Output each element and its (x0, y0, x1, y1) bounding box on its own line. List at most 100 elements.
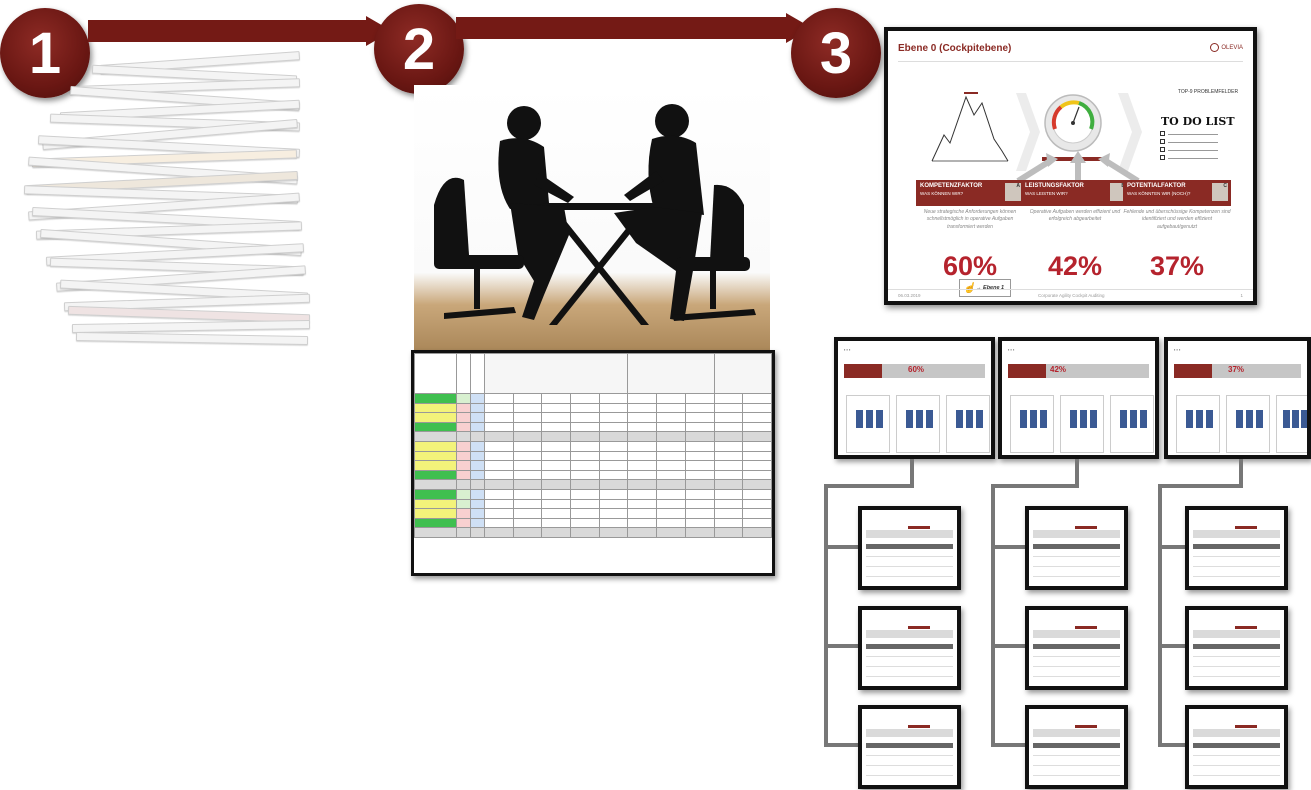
thumb-percent: 37% (1228, 365, 1245, 374)
bar-mark (1040, 410, 1047, 428)
kompetenzfaktor-header: KOMPETENZFAKTOR WAS KÖNNEN WIR? A (916, 180, 1024, 206)
bar-mark (1120, 410, 1127, 428)
bar-mark (866, 410, 873, 428)
top-problem-heading: TOP-9 PROBLEMFELDER (1177, 89, 1239, 95)
bar-mark (1090, 410, 1097, 428)
connector-line (991, 545, 1027, 549)
factor-photo (1005, 183, 1021, 201)
factor-title: KOMPETENZFAKTOR (920, 183, 983, 189)
connector-line (824, 743, 860, 747)
step-2-number: 2 (402, 16, 436, 82)
thumb-heading: ▪ ▪ ▪ (1174, 347, 1181, 352)
step-3-number: 3 (819, 20, 853, 86)
connector-line (824, 484, 914, 488)
upward-arrows (1016, 151, 1140, 181)
cockpit-dashboard: Ebene 0 (Cockpitebene) OLEVIA TOP-9 PROB… (884, 27, 1257, 305)
gauge-icon (1044, 94, 1102, 152)
chevron-right-icon (1016, 93, 1040, 171)
thumb-factor-badge (1174, 364, 1212, 378)
level2-thumbnail (1025, 705, 1128, 789)
factor-description: Neue strategische Anforderungen können s… (923, 209, 1017, 230)
thumb-percent: 60% (908, 365, 925, 374)
connector-line (1075, 459, 1079, 485)
footer-center: Corporate Agility Cockpit Auditing (1038, 293, 1105, 298)
thumb-factor-badge (1008, 364, 1046, 378)
factor-letter: C (1223, 183, 1227, 189)
connector-line (991, 644, 1027, 648)
kompetenz-percent: 60% (942, 251, 998, 281)
bar-mark (1206, 410, 1213, 428)
bar-mark (1256, 410, 1263, 428)
factor-letter: A (1016, 183, 1020, 189)
level2-thumbnail (1025, 506, 1128, 590)
level2-thumbnail (858, 606, 961, 690)
bar-mark (1130, 410, 1137, 428)
level2-thumbnail (858, 506, 961, 590)
checkbox-icon (1160, 147, 1165, 152)
factor-subtitle: WAS KÖNNTEN WIR (NOCH)? (1127, 191, 1191, 196)
connector-line (910, 459, 914, 485)
dashboard-footer: 06.03.2019 Corporate Agility Cockpit Aud… (888, 289, 1253, 301)
potential-percent: 37% (1149, 251, 1205, 281)
dashboard-title-rule (898, 61, 1243, 62)
bar-mark (1283, 410, 1290, 428)
bar-mark (956, 410, 963, 428)
todo-line (1168, 150, 1218, 151)
connector-line (1158, 644, 1186, 648)
bar-mark (916, 410, 923, 428)
connector-line (1158, 545, 1186, 549)
bar-mark (1030, 410, 1037, 428)
bar-mark (1292, 410, 1299, 428)
connector-line (824, 484, 828, 746)
todo-line (1168, 142, 1218, 143)
ebene-link-label: → Ebene 1 (976, 285, 1005, 291)
thumb-card (896, 395, 940, 453)
hand-cursor-icon: ☝ (963, 283, 976, 294)
spreadsheet-image (411, 350, 775, 576)
meeting-silhouette-graphic (434, 104, 756, 325)
thumb-percent: 42% (1050, 365, 1067, 374)
thumb-heading: ▪ ▪ ▪ (844, 347, 851, 352)
todo-line (1168, 134, 1218, 135)
connector-line (824, 545, 860, 549)
meeting-silhouette-image (414, 85, 770, 353)
checkbox-icon (1160, 131, 1165, 136)
connector-line (1239, 459, 1243, 485)
connector-line (1158, 484, 1162, 746)
factor-title: POTENTIALFAKTOR (1127, 183, 1186, 189)
footer-page: 1 (1240, 293, 1243, 298)
factor-subtitle: WAS KÖNNEN WIR? (920, 191, 964, 196)
spreadsheet-grid (414, 353, 772, 538)
bar-mark (856, 410, 863, 428)
thumb-card (1110, 395, 1154, 453)
level1-thumbnail-potential: ▪ ▪ ▪ 37% (1164, 337, 1311, 459)
bar-mark (1020, 410, 1027, 428)
factor-subtitle: WAS LEISTEN WIR? (1025, 191, 1068, 196)
bar-mark (966, 410, 973, 428)
factor-description: Operative Aufgaben werden effizient und … (1029, 209, 1121, 223)
thumb-factor-badge (844, 364, 882, 378)
bar-mark (1246, 410, 1253, 428)
bar-mark (926, 410, 933, 428)
logo-text: OLEVIA (1221, 45, 1243, 52)
thumb-heading: ▪ ▪ ▪ (1008, 347, 1015, 352)
thumb-card (1276, 395, 1307, 453)
thumb-card (1010, 395, 1054, 453)
leistungsfaktor-header: LEISTUNGSFAKTOR WAS LEISTEN WIR? B (1021, 180, 1129, 206)
footer-date: 06.03.2019 (898, 293, 921, 298)
potentialfaktor-header: POTENTIALFAKTOR WAS KÖNNTEN WIR (NOCH)? … (1123, 180, 1231, 206)
level2-thumbnail (1025, 606, 1128, 690)
bar-mark (876, 410, 883, 428)
connector-line (991, 743, 1027, 747)
factor-description: Fehlende und überschüssige Kompetenzen s… (1123, 209, 1231, 230)
level2-thumbnail (1185, 705, 1288, 789)
bar-mark (1301, 410, 1307, 428)
mountain-sketch (931, 92, 1009, 162)
todo-line (1168, 158, 1218, 159)
factor-photo (1212, 183, 1228, 201)
bar-mark (1070, 410, 1077, 428)
level1-thumbnail-leistung: ▪ ▪ ▪ 42% (998, 337, 1159, 459)
bar-mark (1140, 410, 1147, 428)
ebene-1-link[interactable]: ☝ → Ebene 1 (959, 279, 1011, 297)
bar-mark (1080, 410, 1087, 428)
